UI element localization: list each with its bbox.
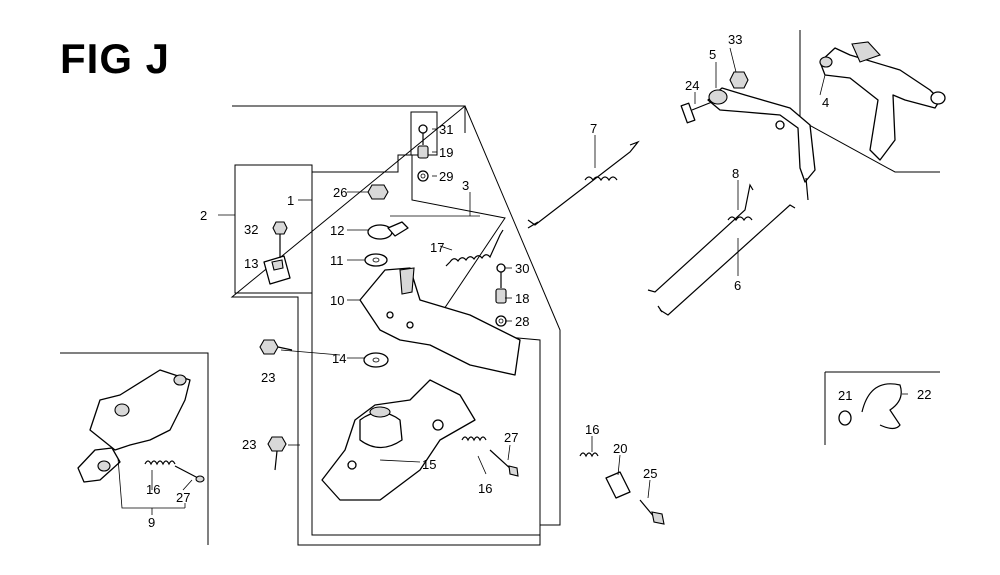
part-33-nut <box>729 71 749 89</box>
part-4-bracket <box>819 41 946 161</box>
part-25-bolt <box>639 499 665 525</box>
callout-33: 33 <box>728 32 742 47</box>
leader-lines <box>151 47 908 515</box>
callout-27-left: 27 <box>176 490 190 505</box>
part-28-nut <box>495 315 507 327</box>
inset-box-21-22 <box>824 371 940 445</box>
callout-9: 9 <box>148 515 155 530</box>
part-27-bolt-mid <box>489 449 519 477</box>
callout-16-left: 16 <box>146 482 160 497</box>
bolt-stack-box <box>410 111 438 156</box>
part-16-spring-right <box>579 452 599 458</box>
part-32-screw <box>272 221 288 258</box>
callout-23-upper: 23 <box>261 370 275 385</box>
part-11-washer <box>364 253 388 267</box>
callout-4: 4 <box>822 95 829 110</box>
part-22-wire <box>861 383 902 430</box>
callout-29: 29 <box>439 169 453 184</box>
callout-13: 13 <box>244 256 258 271</box>
callout-25: 25 <box>643 466 657 481</box>
callout-26: 26 <box>333 185 347 200</box>
part-30-bolt <box>496 263 506 288</box>
part-7-rod <box>527 140 640 229</box>
part-9-assembly <box>77 369 205 509</box>
callout-19: 19 <box>439 145 453 160</box>
callout-21: 21 <box>838 388 852 403</box>
callout-15: 15 <box>422 457 436 472</box>
callout-3: 3 <box>462 178 469 193</box>
callout-11: 11 <box>330 253 344 268</box>
callout-labels: 1 2 3 4 5 6 7 8 9 10 11 12 13 14 15 16 1… <box>146 32 931 530</box>
part-23-bolt-lower <box>267 436 287 471</box>
part-17-spring <box>445 229 504 267</box>
callout-1: 1 <box>287 193 294 208</box>
part-26-nut <box>367 184 389 200</box>
part-31-bolt <box>418 124 428 145</box>
callout-10: 10 <box>330 293 344 308</box>
figure-title: FIG J <box>60 35 171 82</box>
part-13-block <box>263 255 291 285</box>
callout-17: 17 <box>430 240 444 255</box>
callout-22: 22 <box>917 387 931 402</box>
callout-5: 5 <box>709 47 716 62</box>
part-14-washer <box>363 352 389 368</box>
callout-6: 6 <box>734 278 741 293</box>
callout-28: 28 <box>515 314 529 329</box>
part-20-sleeve <box>605 471 631 499</box>
callout-20: 20 <box>613 441 627 456</box>
callout-2: 2 <box>200 208 207 223</box>
part-10-lever <box>359 267 521 376</box>
part-18-spacer <box>495 288 507 304</box>
part-15-base <box>321 379 476 501</box>
inset-box-9 <box>60 352 209 545</box>
callout-8: 8 <box>732 166 739 181</box>
part-19-spacer <box>417 145 429 159</box>
callout-14: 14 <box>332 351 346 366</box>
part-23-bolt-upper <box>259 339 293 355</box>
part-21-clip <box>838 410 852 426</box>
callout-16-right: 16 <box>585 422 599 437</box>
assembly-box-outer <box>230 105 561 546</box>
part-29-nut <box>417 170 429 182</box>
part-12-washer <box>367 221 409 240</box>
callout-24: 24 <box>685 78 699 93</box>
inset-box-4 <box>799 30 940 173</box>
part-6-rod <box>657 204 796 316</box>
callout-32: 32 <box>244 222 258 237</box>
callout-7: 7 <box>590 121 597 136</box>
callout-23-lower: 23 <box>242 437 256 452</box>
callout-30: 30 <box>515 261 529 276</box>
callout-31: 31 <box>439 122 453 137</box>
part-5-arm <box>707 87 816 201</box>
callout-12: 12 <box>330 223 344 238</box>
assembly-box-1 <box>311 154 541 536</box>
callout-18: 18 <box>515 291 529 306</box>
part-24-bolt <box>680 101 713 124</box>
part-16-spring-mid <box>461 436 487 442</box>
callout-16-mid: 16 <box>478 481 492 496</box>
callout-27-mid: 27 <box>504 430 518 445</box>
part-8-rod <box>647 183 754 293</box>
